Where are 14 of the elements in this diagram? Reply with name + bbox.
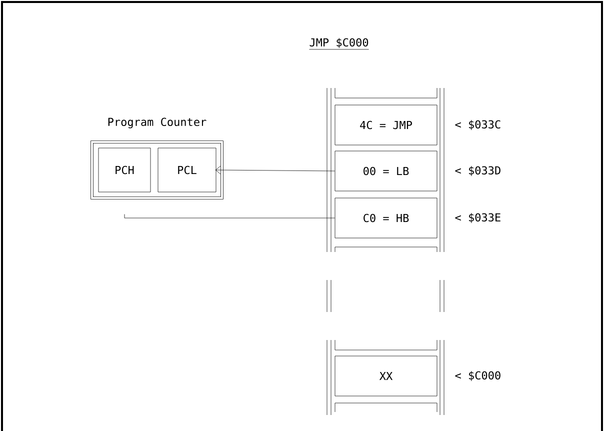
connector-line bbox=[124, 214, 335, 218]
address-label: < $033E bbox=[455, 213, 500, 223]
address-label: < $033C bbox=[455, 120, 500, 130]
connector-line bbox=[215, 166, 335, 174]
memory-cell: XX bbox=[334, 356, 438, 396]
title: JMP $C000 bbox=[309, 38, 369, 50]
memory-cell: 00 = LB bbox=[334, 150, 438, 192]
register-cell: PCH bbox=[98, 148, 151, 192]
memory-cell: 4C = JMP bbox=[334, 104, 438, 146]
address-label: < $C000 bbox=[455, 371, 500, 381]
node-label: Program Counter bbox=[108, 118, 206, 128]
register-cell: PCL bbox=[158, 148, 216, 192]
memory-cell: C0 = HB bbox=[334, 198, 438, 238]
address-label: < $033D bbox=[455, 166, 500, 176]
